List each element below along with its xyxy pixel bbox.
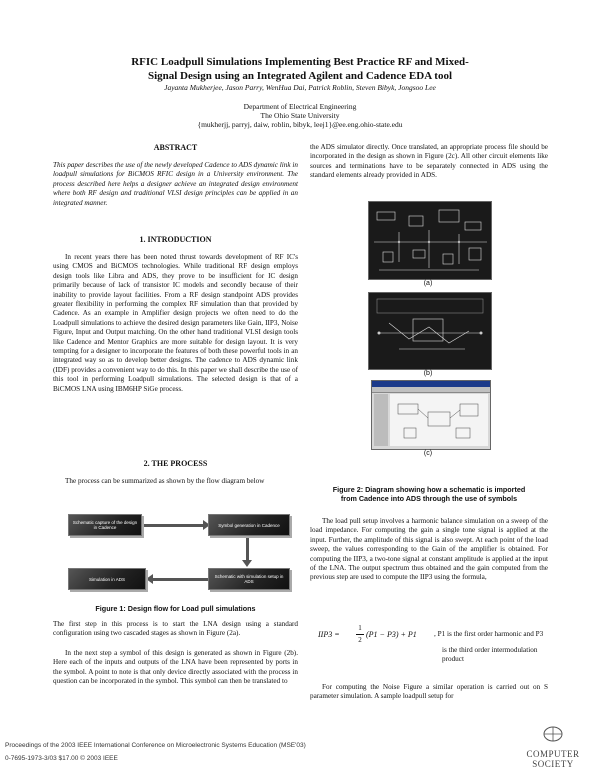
figure-2a-schematic <box>368 201 492 280</box>
paper-title: RFIC Loadpull Simulations Implementing B… <box>40 55 560 83</box>
footer-isbn: 0-7695-1973-3/03 $17.00 © 2003 IEEE <box>5 755 118 762</box>
flow-box-simulation: Simulation in ADS <box>68 568 146 590</box>
arrowhead-left-icon <box>146 574 153 584</box>
schematic-art <box>374 209 487 271</box>
flow-box-schematic: Schematic capture of the design in Caden… <box>68 514 142 536</box>
iip3-formula: IIP3 = 1 2 (P1 − P3) + P1 , P1 is the fi… <box>318 624 558 674</box>
flow-diagram: Schematic capture of the design in Caden… <box>60 508 300 600</box>
figure-2c-label: (c) <box>423 450 433 457</box>
window-toolbar <box>372 387 490 393</box>
formula-note-3: product <box>442 655 464 663</box>
window-title-bar <box>372 381 490 387</box>
formula-note-2: is the third order intermodulation <box>442 646 538 654</box>
figure-2-caption-line-1: Figure 2: Diagram showing how a schemati… <box>332 485 526 494</box>
footer-proceedings: Proceedings of the 2003 IEEE Internation… <box>5 742 306 749</box>
logo-emblem-icon <box>543 726 563 742</box>
intro-heading: 1. INTRODUCTION <box>139 235 212 244</box>
authors: Jayanta Mukherjee, Jason Parry, WenHua D… <box>164 83 436 92</box>
symbol-art <box>376 298 484 350</box>
flow-arrow-down <box>246 538 249 560</box>
formula-body: (P1 − P3) + P1 <box>366 630 417 639</box>
flow-arrow-left <box>152 578 208 581</box>
figure-2c-ads-window <box>371 380 491 450</box>
figure-2b-symbol <box>368 292 492 370</box>
figure-2-caption: Figure 2: Diagram showing how a schemati… <box>310 485 548 503</box>
right-paragraph-0: the ADS simulator directly. Once transla… <box>310 143 548 180</box>
formula-fraction-bar <box>356 634 364 635</box>
logo-line-1: COMPUTER <box>526 749 580 759</box>
figure-1-caption: Figure 1: Design flow for Load pull simu… <box>95 604 256 613</box>
process-heading: 2. THE PROCESS <box>143 459 208 468</box>
computer-society-logo: COMPUTER SOCIETY <box>520 724 586 770</box>
figure-2-caption-line-2: from Cadence into ADS through the use of… <box>340 494 518 503</box>
intro-text: In recent years there has been noted thr… <box>53 253 298 393</box>
window-palette <box>374 394 388 446</box>
affiliation-email: {mukherjj, parryj, daiw, roblin, bibyk, … <box>197 120 403 129</box>
right-paragraph-1: The load pull setup involves a harmonic … <box>310 517 548 582</box>
right-paragraph-2: For computing the Noise Figure a similar… <box>310 683 548 701</box>
affiliation-univ: The Ohio State University <box>260 111 340 120</box>
flow-arrow-right <box>144 524 204 527</box>
title-line-1: RFIC Loadpull Simulations Implementing B… <box>131 56 469 68</box>
left-paragraph-2: In the next step a symbol of this design… <box>53 649 298 686</box>
left-paragraph-1: The first step in this process is to sta… <box>53 620 298 638</box>
abstract-text: This paper describes the use of the newl… <box>53 161 298 207</box>
process-text: The process can be summarized as shown b… <box>65 477 265 485</box>
formula-note-1: , P1 is the first order harmonic and P3 <box>434 630 544 638</box>
flow-box-symbol: Symbol generation in Cadence <box>208 514 290 536</box>
figure-2a-label: (a) <box>423 280 433 287</box>
affiliation-dept: Department of Electrical Engineering <box>243 102 357 111</box>
abstract-heading: ABSTRACT <box>153 143 198 152</box>
ads-schematic-art <box>397 403 479 439</box>
figure-2b-label: (b) <box>423 370 433 377</box>
formula-numerator: 1 <box>358 624 362 632</box>
logo-line-2: SOCIETY <box>532 759 574 769</box>
arrowhead-right-icon <box>203 520 210 530</box>
window-canvas <box>390 394 488 446</box>
title-line-2: Signal Design using an Integrated Agilen… <box>147 70 453 82</box>
formula-denominator: 2 <box>358 636 362 644</box>
affiliation: Department of Electrical Engineering The… <box>40 102 560 129</box>
formula-lhs: IIP3 = <box>318 630 340 639</box>
flow-box-ads-setup: Schematic with simulation setup in ADS <box>208 568 290 590</box>
arrowhead-down-icon <box>242 560 252 567</box>
